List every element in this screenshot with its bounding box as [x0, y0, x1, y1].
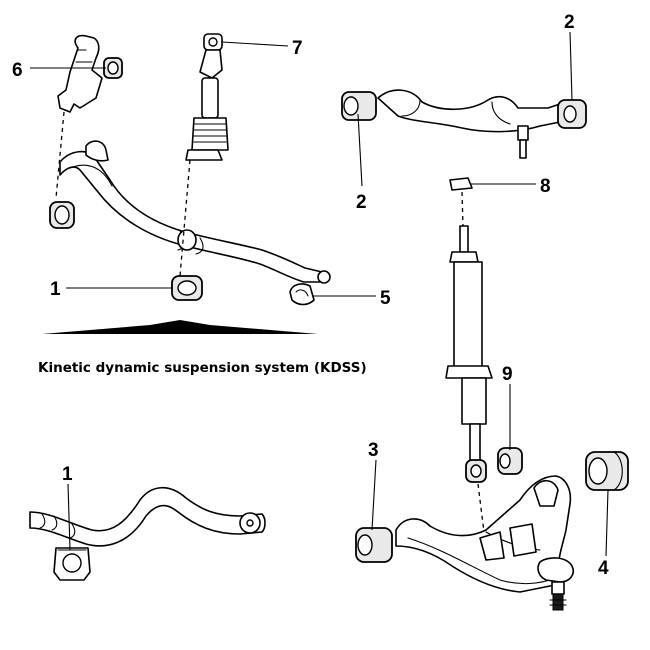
stabilizer-bracket: [57, 34, 123, 113]
callout-3: 3: [368, 440, 379, 461]
shock-bushing: [497, 447, 523, 475]
stabilizer-bar-kdss: [59, 140, 331, 284]
upper-control-arm: [341, 89, 587, 159]
stabilizer-clamp: [289, 283, 315, 306]
stabilizer-bar-lower: [29, 486, 266, 581]
leader-lines: [30, 31, 609, 557]
stabilizer-bushing-lower: [171, 275, 203, 301]
callout-6: 6: [12, 60, 23, 81]
callout-4: 4: [598, 558, 609, 579]
callout-8: 8: [540, 176, 551, 197]
shock-absorber: [445, 177, 493, 483]
lower-arm-bushing-rear: [585, 451, 629, 491]
callout-2-top: 2: [564, 12, 575, 33]
callout-2-arm: 2: [356, 192, 367, 213]
diagram-caption: Kinetic dynamic suspension system (KDSS): [38, 360, 367, 376]
kdss-cylinder: [185, 33, 229, 161]
callout-1-lower: 1: [62, 464, 73, 485]
stabilizer-bushing-upper: [49, 201, 75, 229]
lower-control-arm: [355, 475, 575, 611]
callout-9: 9: [502, 364, 513, 385]
kdss-arrow: [42, 320, 318, 334]
callout-1-upper: 1: [50, 279, 61, 300]
callout-7: 7: [292, 38, 303, 59]
callout-5: 5: [380, 288, 391, 309]
